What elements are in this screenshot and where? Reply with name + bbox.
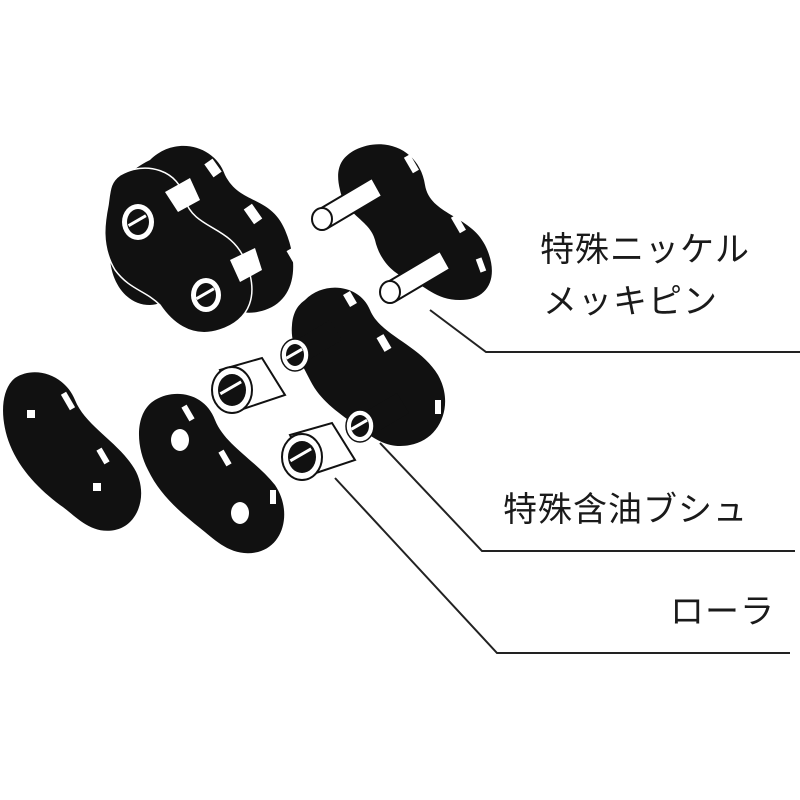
pin-label-line1: 特殊ニッケル [540, 230, 750, 270]
bushing-link-plate [280, 287, 446, 446]
pin-label-line2: メッキピン [543, 282, 718, 322]
roller-label: ローラ [670, 592, 775, 632]
bushing-label: 特殊含油ブシュ [503, 490, 748, 530]
inner-link-plate [138, 393, 285, 554]
bushing [280, 320, 342, 372]
pin-leader-line [429, 309, 800, 353]
bushing-leader-line [379, 442, 795, 552]
roller [211, 356, 287, 414]
pin [379, 249, 452, 304]
pin-link-plate [311, 144, 492, 304]
pin [311, 176, 384, 231]
bushing [345, 393, 409, 443]
assembled-roller-link [103, 145, 302, 334]
roller-leader-line [334, 477, 790, 654]
roller [281, 421, 357, 481]
outer-link-plate [3, 372, 142, 531]
